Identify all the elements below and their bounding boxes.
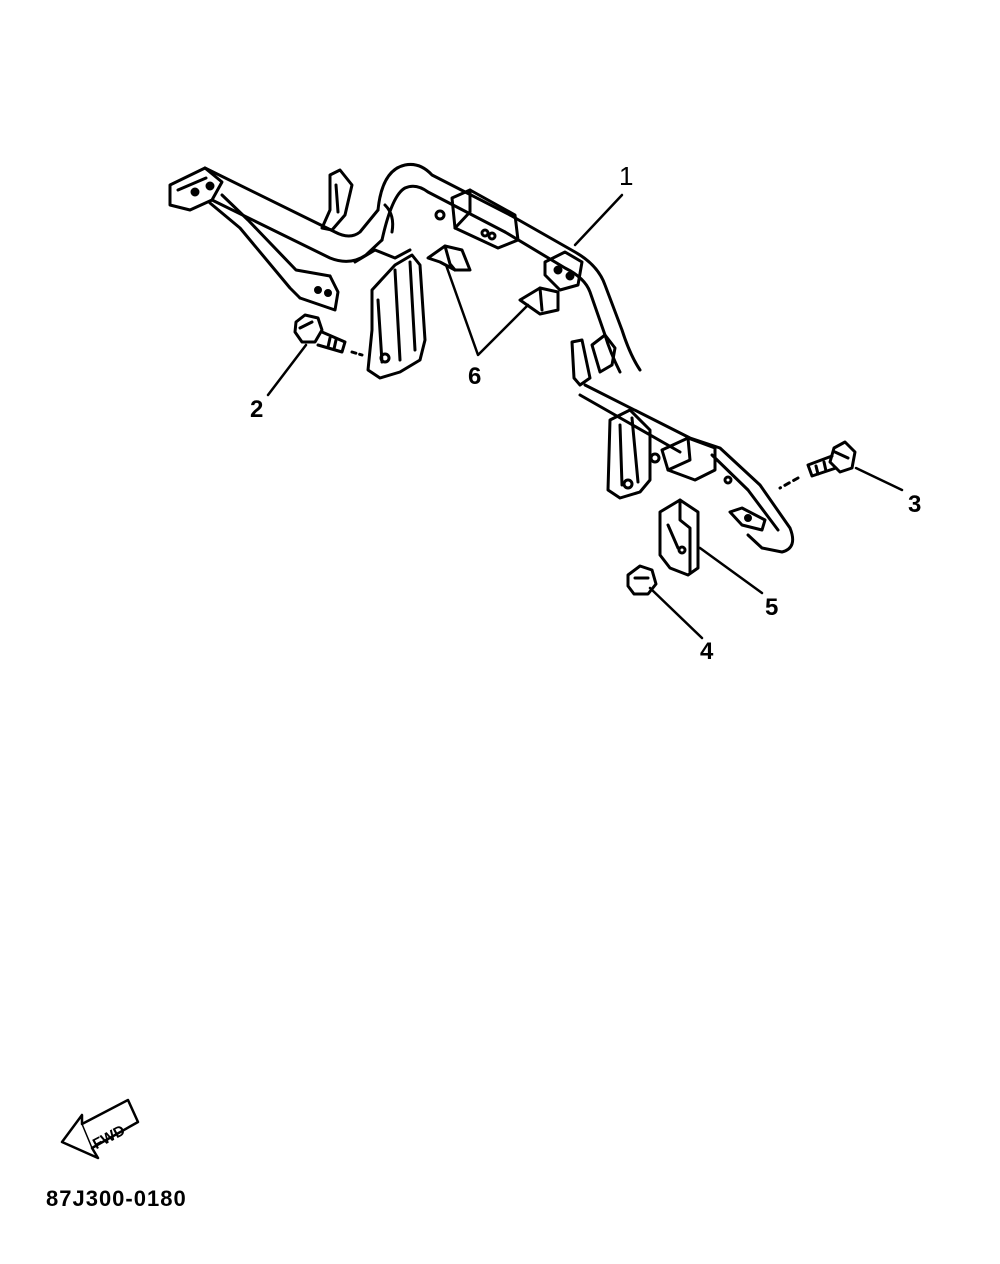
callout-6: 6 [468, 363, 482, 390]
bracket-assembly [168, 163, 795, 554]
fwd-direction-arrow: FWD [60, 1098, 140, 1160]
clip-upper [426, 244, 472, 272]
fwd-label: FWD [90, 1122, 128, 1153]
callout-5: 5 [765, 594, 779, 621]
bolt-left [293, 313, 364, 357]
callout-2: 2 [250, 396, 264, 423]
bolt-right [778, 440, 857, 490]
leader-lines [266, 193, 904, 640]
drawing-code: 87J300-0180 [46, 1186, 187, 1211]
callout-1: 1 [619, 161, 634, 191]
clip-lower [518, 286, 560, 316]
bracket-plate [658, 498, 700, 577]
callout-4: 4 [700, 638, 714, 665]
callout-3: 3 [908, 491, 922, 518]
